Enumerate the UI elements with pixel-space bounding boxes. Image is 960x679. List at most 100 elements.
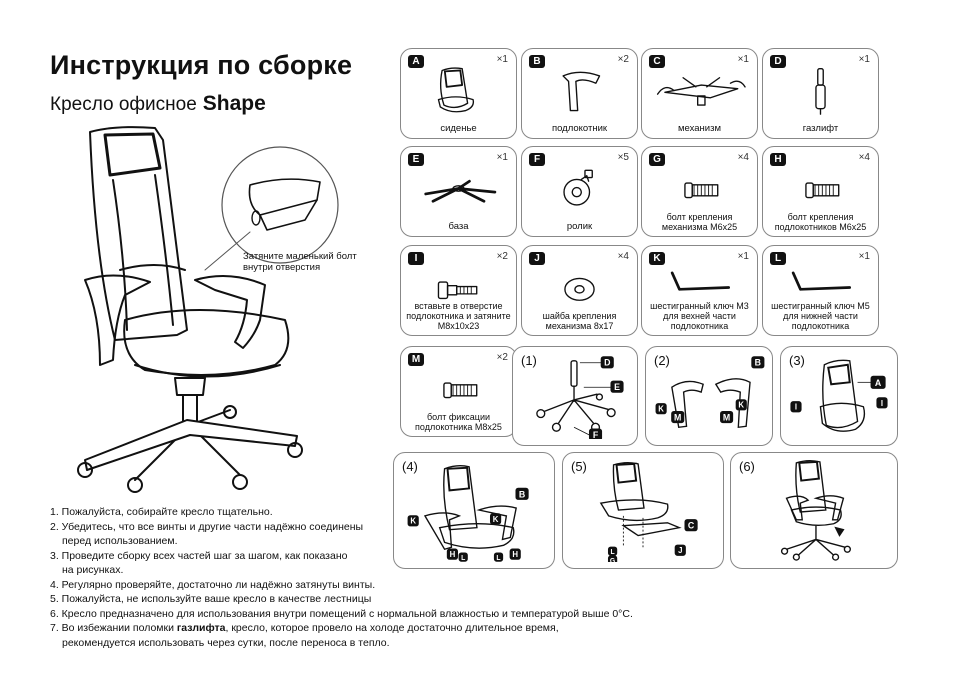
part-card-l: L ×1 шестигранный ключ М5 для нижней части… — [762, 245, 879, 336]
step-1-label-d: D — [604, 358, 610, 368]
step-5: (5) C J L G — [562, 452, 724, 569]
step-4-label-k: K — [410, 517, 416, 526]
note-6: 6. Кресло предназначено для использовани… — [50, 607, 633, 620]
part-card-i: I ×2 вставьте в отверстие подлокотника и з… — [400, 245, 517, 336]
seat-icon — [409, 65, 508, 116]
part-caption: вставьте в отверстие подлокотника и затя… — [406, 301, 511, 331]
note-7-end: , кресло, которое провело на холоде дост… — [225, 622, 559, 634]
part-quantity: ×2 — [496, 352, 508, 363]
subtitle-prefix: Кресло офисное — [50, 94, 197, 115]
part-caption: болт фиксации подлокотника М8х25 — [415, 412, 502, 432]
part-quantity: ×1 — [858, 251, 870, 262]
page-title: Инструкция по сборке — [50, 50, 353, 80]
part-caption: сиденье — [440, 123, 477, 134]
note-3: 3. Проведите сборку всех частей шаг за ш… — [50, 549, 348, 562]
hex-key-icon — [650, 262, 749, 313]
washer-icon — [530, 262, 629, 313]
step-1-label-f: F — [593, 430, 599, 439]
step-3-label-i2: I — [881, 399, 883, 408]
note-3-cont-text: на рисунках. — [62, 564, 124, 576]
part-card-j: J ×4 шайба крепления механизма 8х17 — [521, 245, 638, 336]
part-caption: шестигранный ключ М5 для нижней части по… — [771, 301, 870, 331]
step-number: (6) — [739, 459, 755, 474]
part-letter-badge: E — [408, 153, 424, 166]
screw-icon — [409, 262, 508, 313]
step-4: (4) B K K H L L H — [393, 452, 555, 569]
part-card-k: K ×1 шестигранный ключ М3 для вехней части… — [641, 245, 758, 336]
base-icon — [409, 163, 508, 214]
step-2-label-b: B — [755, 358, 761, 368]
gaslift-icon — [771, 65, 870, 116]
step-number: (4) — [402, 459, 418, 474]
subtitle-model: Shape — [202, 92, 266, 115]
hint-line-2: внутри отверстия — [243, 262, 321, 273]
part-caption: шайба крепления механизма 8х17 — [542, 311, 617, 331]
part-letter-badge: B — [529, 55, 545, 68]
note-5: 5. Пожалуйста, не используйте ваше кресл… — [50, 593, 372, 605]
part-quantity: ×2 — [496, 251, 508, 262]
part-caption: газлифт — [802, 123, 839, 134]
bolt-icon — [409, 363, 508, 414]
step-2-label-m: M — [674, 412, 681, 422]
part-quantity: ×4 — [858, 152, 870, 163]
step-2-label-k2: K — [738, 401, 744, 410]
step-3-label-i: I — [795, 403, 797, 412]
part-letter-badge: L — [770, 252, 786, 265]
bolt-icon — [650, 163, 749, 214]
step-4-label-b: B — [519, 489, 525, 499]
mechanism-icon — [650, 65, 749, 116]
step-5-label-g: G — [610, 558, 615, 562]
step-6: (6) — [730, 452, 898, 569]
part-caption: база — [448, 221, 469, 232]
part-caption: болт крепления механизма М6х25 — [661, 212, 738, 232]
note-2-cont-text: перед использованием. — [62, 535, 178, 547]
step-1: (1) D E F — [512, 346, 638, 446]
step-5-label-l: L — [610, 549, 614, 556]
note-7-cont: рекомендуется использовать через сутки, … — [50, 636, 650, 651]
part-letter-badge: J — [529, 252, 545, 265]
part-caption: болт крепления подлокотников М6х25 — [774, 212, 867, 232]
note-3-cont: на рисунках. — [50, 563, 650, 578]
part-letter-badge: D — [770, 55, 786, 68]
part-letter-badge: A — [408, 55, 424, 68]
step-4-label-h: H — [450, 550, 456, 559]
part-letter-badge: K — [649, 252, 665, 265]
part-caption: подлокотник — [551, 123, 608, 134]
step-number: (3) — [789, 353, 805, 368]
part-card-d: D ×1 газлифт — [762, 48, 879, 139]
step-3: (3) A I I — [780, 346, 898, 446]
note-7-start: 7. Во избежании поломки — [50, 622, 174, 634]
note-2: 2. Убедитесь, что все винты и другие час… — [50, 520, 364, 533]
note-7: 7. Во избежании поломки газлифта, кресло… — [50, 621, 650, 636]
part-letter-badge: H — [770, 153, 786, 166]
step-2-label-k: K — [658, 405, 664, 414]
note-1: 1. Пожалуйста, собирайте кресло тщательн… — [50, 506, 273, 518]
step-5-label-c: C — [688, 521, 695, 531]
step-2: (2) B K M M K — [645, 346, 773, 446]
part-quantity: ×2 — [617, 54, 629, 65]
part-card-h: H ×4 болт крепления подлокотников М6х25 — [762, 146, 879, 237]
part-quantity: ×1 — [858, 54, 870, 65]
step-2-label-m2: M — [723, 412, 730, 422]
part-quantity: ×1 — [737, 251, 749, 262]
step-3-label-a: A — [875, 378, 882, 388]
part-letter-badge: I — [408, 252, 424, 265]
step-4-label-h2: H — [512, 550, 518, 559]
step-4-label-k2: K — [493, 515, 499, 524]
step-5-label-j: J — [678, 546, 682, 555]
part-letter-badge: F — [529, 153, 545, 166]
note-7-bold: газлифта — [176, 622, 226, 634]
part-caption: ролик — [566, 221, 593, 232]
part-caption: шестигранный ключ М3 для вехней части по… — [650, 301, 749, 331]
instructions-notes: 1. Пожалуйста, собирайте кресло тщательн… — [50, 505, 650, 650]
part-quantity: ×4 — [617, 251, 629, 262]
part-quantity: ×5 — [617, 152, 629, 163]
step-number: (1) — [521, 353, 537, 368]
hero-chair-illustration — [55, 120, 400, 500]
bolt-icon — [771, 163, 870, 214]
step-4-label-l: L — [461, 555, 465, 562]
